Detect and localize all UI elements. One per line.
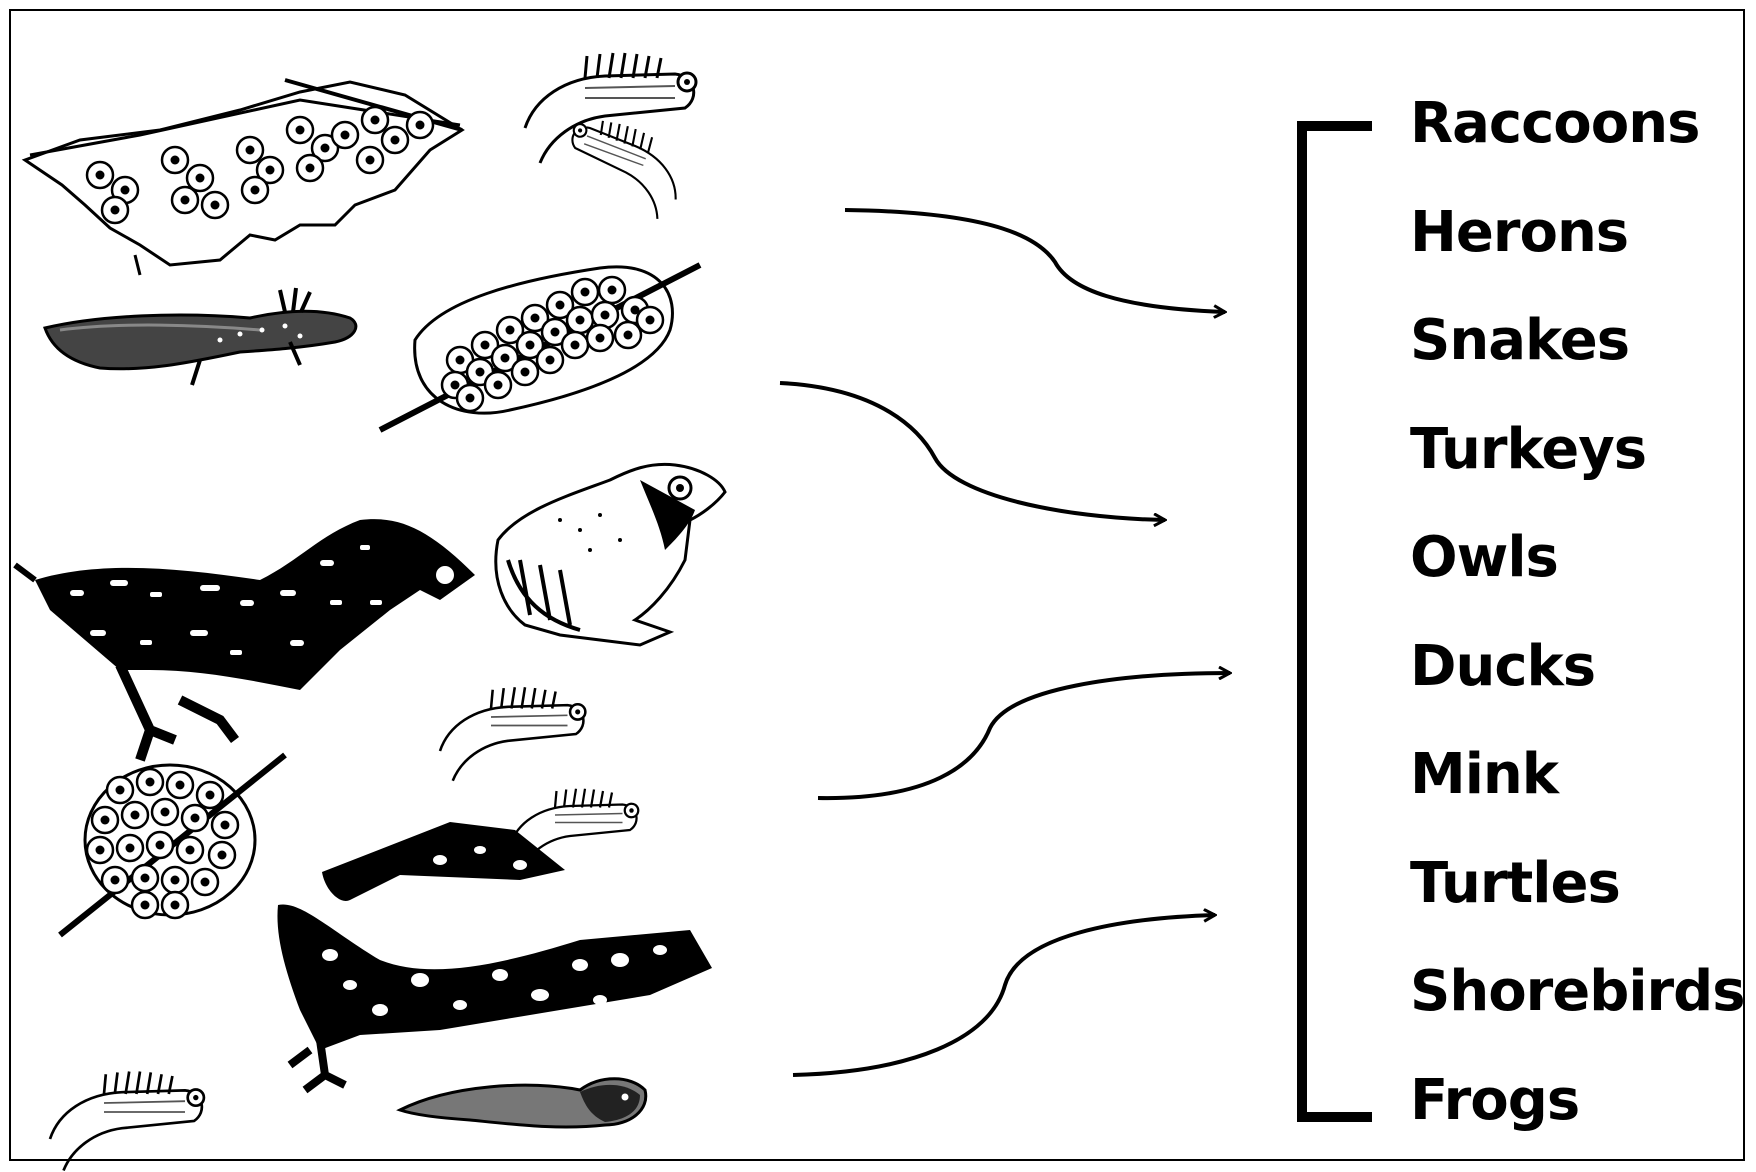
tadpole <box>400 1079 646 1127</box>
predator-mink: Mink <box>1410 731 1745 840</box>
predator-frogs: Frogs <box>1410 1057 1745 1166</box>
arrow-3 <box>818 673 1230 798</box>
predator-shorebirds: Shorebirds <box>1410 948 1745 1057</box>
salamander-egg-cluster <box>60 755 285 935</box>
fairy-shrimp-3 <box>440 687 585 781</box>
arrow-1 <box>845 210 1225 312</box>
arrow-2 <box>780 383 1165 520</box>
predator-snakes: Snakes <box>1410 297 1745 406</box>
spotted-salamander-adult-2 <box>277 822 712 1090</box>
arrow-4 <box>793 915 1215 1075</box>
fairy-shrimp-1 <box>525 53 696 163</box>
predator-turkeys: Turkeys <box>1410 406 1745 515</box>
predator-ducks: Ducks <box>1410 623 1745 732</box>
spotted-salamander-adult-1 <box>15 519 475 760</box>
predator-list: Raccoons Herons Snakes Turkeys Owls Duck… <box>1410 80 1745 1165</box>
salamander-egg-mass-on-twig <box>380 265 700 430</box>
predator-bracket <box>1302 126 1372 1117</box>
wood-frog-adult <box>496 464 725 645</box>
predator-raccoons: Raccoons <box>1410 80 1745 189</box>
fairy-shrimp-5 <box>50 1072 204 1171</box>
predator-turtles: Turtles <box>1410 840 1745 949</box>
salamander-larva <box>45 288 356 385</box>
predator-owls: Owls <box>1410 514 1745 623</box>
predator-herons: Herons <box>1410 189 1745 298</box>
frog-egg-mass-on-leaf <box>25 80 462 275</box>
predation-arrows <box>780 210 1230 1075</box>
fairy-shrimp-2 <box>555 109 694 222</box>
